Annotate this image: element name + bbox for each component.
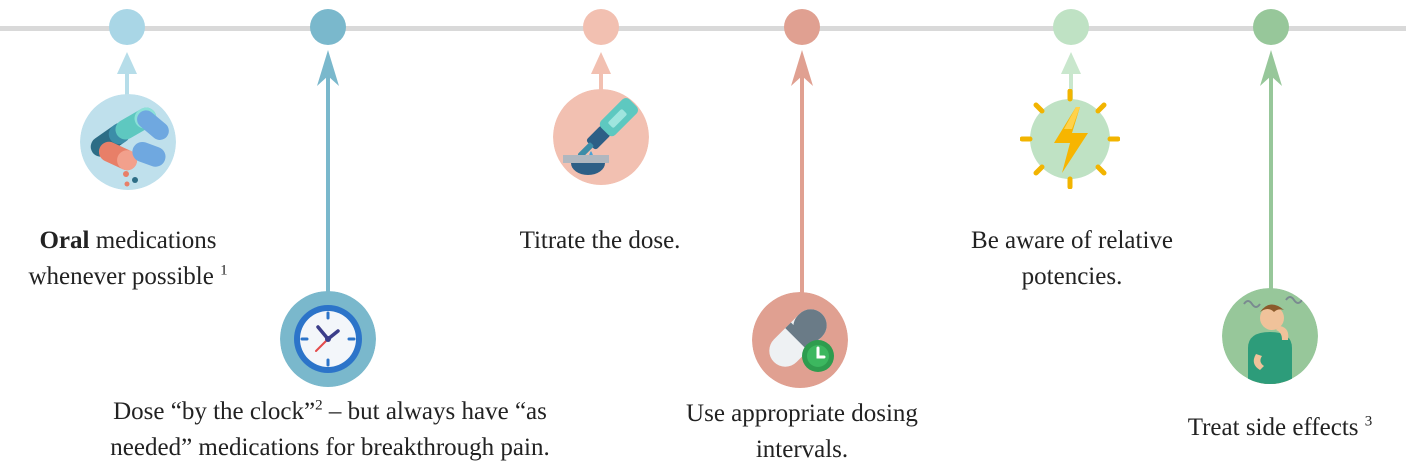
timeline-dot-side-effects [1253,9,1289,45]
caption-potency-line2: potencies. [940,259,1204,295]
arrow-head-oral [117,52,137,74]
caption-potency-line1: Be aware of relative [940,223,1204,259]
caption-side-effects: Treat side effects 3 [1170,410,1390,446]
footnote-1: 1 [220,263,228,279]
dropper-icon [553,89,649,185]
lightning-icon [1020,89,1120,189]
pill-timer-icon [752,292,848,388]
footnote-3: 3 [1365,414,1373,430]
caption-oral-line2: whenever possible [28,263,213,290]
timeline-dot-intervals [784,9,820,45]
caption-oral-bold: Oral [39,227,89,254]
caption-intervals-line1: Use appropriate dosing [660,396,944,432]
timeline-dot-titrate [583,9,619,45]
caption-oral-line1: medications [89,227,216,254]
caption-oral: Oral medications whenever possible 1 [19,223,237,295]
caption-potency: Be aware of relative potencies. [940,223,1204,295]
caption-titrate-text: Titrate the dose. [480,223,720,259]
timeline-dot-clock [310,9,346,45]
sick-person-icon [1222,288,1318,384]
arrow-head-potency [1061,52,1081,74]
timeline-dot-potency [1053,9,1089,45]
caption-side-effects-text: Treat side effects [1188,414,1359,441]
pills-icon [80,94,176,190]
timeline-dot-oral [109,9,145,45]
arrow-head-titrate [591,52,611,74]
caption-intervals-line2: intervals. [660,432,944,468]
footnote-2: 2 [315,398,323,414]
caption-clock-line1: Dose “by the clock” [113,398,315,425]
caption-titrate: Titrate the dose. [480,223,720,259]
caption-clock-line2: needed” medications for breakthrough pai… [110,434,549,461]
caption-clock: Dose “by the clock”2 – but always have “… [40,394,620,466]
caption-clock-line1-tail: – but always have “as [323,398,547,425]
clock-icon [280,291,376,387]
caption-intervals: Use appropriate dosing intervals. [660,396,944,468]
